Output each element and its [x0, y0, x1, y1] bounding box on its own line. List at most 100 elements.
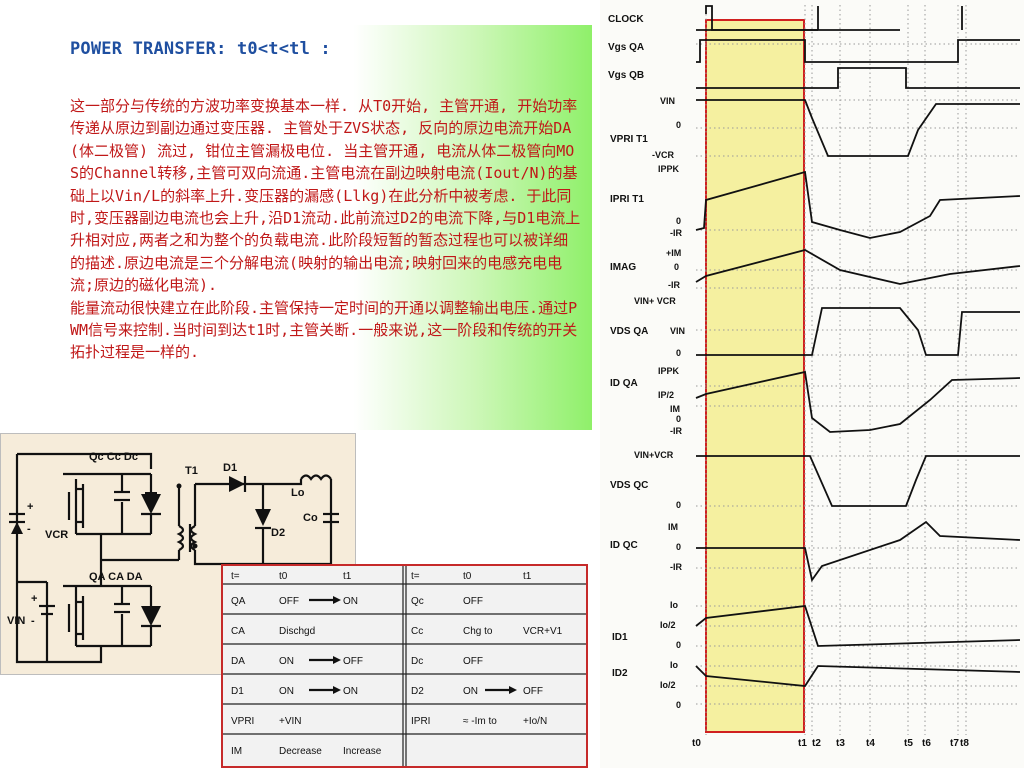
table-cell-3-1: ON	[279, 686, 294, 697]
vds-qa-trace	[696, 307, 1020, 356]
table-cell-3-0: D1	[231, 686, 244, 697]
time-label-t5: t5	[904, 738, 913, 749]
table-cell-2-4: OFF	[463, 656, 483, 667]
signal-label-5: IMAG	[610, 262, 636, 273]
level-label-imag-1: 0	[674, 262, 679, 272]
time-label-t7: t7	[950, 738, 959, 749]
qa-ca-da-label: QA CA DA	[89, 571, 143, 583]
level-label-id1-1: Io/2	[660, 620, 676, 630]
level-label-idqa-0: IPPK	[658, 366, 680, 376]
signal-label-7: ID QA	[610, 378, 638, 389]
id-qa-trace	[695, 370, 1021, 433]
level-label-vdsqa-2: 0	[676, 348, 681, 358]
table-cell-1-1: Dischgd	[279, 626, 315, 637]
minus-sign-bottom: -	[31, 615, 35, 627]
level-label-idqa-2: IM	[670, 404, 680, 414]
time-label-t4: t4	[866, 738, 875, 749]
table-arrowhead-left-0	[333, 596, 341, 604]
signal-label-2: Vgs QB	[608, 70, 644, 81]
level-label-vdsqc-1: 0	[676, 500, 681, 510]
table-arrowhead-right-3	[509, 686, 517, 694]
signal-label-8: VDS QC	[610, 480, 648, 491]
level-label-imag-2: -IR	[668, 280, 680, 290]
text-panel: POWER TRANSFER: t0<t<tl : 这一部分与传统的方波功率变换…	[62, 25, 592, 430]
co-label: Co	[303, 512, 318, 524]
time-label-t3: t3	[836, 738, 845, 749]
level-label-vpri-1: 0	[676, 120, 681, 130]
table-cell-4-3: IPRI	[411, 716, 430, 727]
table-arrowhead-left-3	[333, 686, 341, 694]
table-cell-1-4: Chg to	[463, 626, 493, 637]
level-label-id1-2: 0	[676, 640, 681, 650]
level-label-idqa-1: IP/2	[658, 390, 674, 400]
level-label-ipri-2: -IR	[670, 228, 682, 238]
circuit-schematic: Qc Cc Dc QA CA DA T1 D1 D2 Lo Co VCR VIN…	[0, 433, 356, 675]
clock-pulses	[696, 6, 963, 31]
table-arrowhead-left-2	[333, 656, 341, 664]
level-label-idqc-2: -IR	[670, 562, 682, 572]
table-cell-2-2: OFF	[343, 656, 363, 667]
table-cell-3-2: ON	[343, 686, 358, 697]
table-cell-4-4: ≈ -Im to	[463, 716, 497, 727]
ipri-trace	[695, 170, 1021, 239]
table-cell-5-0: IM	[231, 746, 242, 757]
table-header-3: t=	[411, 571, 420, 582]
vpri-trace	[696, 99, 1020, 157]
time-label-t0: t0	[692, 738, 701, 749]
table-header-4: t0	[463, 571, 472, 582]
level-label-id2-2: 0	[676, 700, 681, 710]
minus-sign-top: -	[27, 523, 31, 535]
id1-trace	[695, 605, 1021, 647]
table-cell-1-3: Cc	[411, 626, 423, 637]
vin-label: VIN	[7, 615, 25, 627]
table-cell-3-4: ON	[463, 686, 478, 697]
table-cell-2-1: ON	[279, 656, 294, 667]
table-cell-5-1: Decrease	[279, 746, 322, 757]
slide-title: POWER TRANSFER: t0<t<tl :	[70, 39, 331, 59]
level-label-vdsqa-1: VIN	[670, 326, 685, 336]
level-label-vdsqa-0: VIN+ VCR	[634, 296, 676, 306]
plus-sign-top: +	[27, 501, 33, 513]
signal-label-11: ID2	[612, 668, 628, 679]
table-header-5: t1	[523, 571, 532, 582]
table-cell-4-0: VPRI	[231, 716, 254, 727]
table-cell-0-0: QA	[231, 596, 246, 607]
t1-label: T1	[185, 465, 198, 477]
table-cell-2-3: Dc	[411, 656, 423, 667]
d2-label: D2	[271, 527, 285, 539]
time-label-t8: t8	[960, 738, 969, 749]
id2-trace	[695, 665, 1021, 687]
table-cell-1-0: CA	[231, 626, 245, 637]
time-label-t1: t1	[798, 738, 807, 749]
vds-qc-trace	[696, 455, 1020, 507]
imag-trace	[695, 249, 1021, 285]
table-header-0: t=	[231, 571, 240, 582]
plus-sign-bottom: +	[31, 593, 37, 605]
circuit-svg: Qc Cc Dc QA CA DA T1 D1 D2 Lo Co VCR VIN…	[7, 451, 339, 664]
vgs-qb-trace	[696, 67, 1020, 89]
table-cell-2-0: DA	[231, 656, 245, 667]
signal-label-4: IPRI T1	[610, 194, 644, 205]
table-header-1: t0	[279, 571, 288, 582]
table-cell-0-4: OFF	[463, 596, 483, 607]
level-label-idqc-0: IM	[668, 522, 678, 532]
vgs-qa-trace	[696, 39, 1020, 63]
table-cell-0-2: ON	[343, 596, 358, 607]
level-label-id1-0: Io	[670, 600, 679, 610]
table-cell-1-5: VCR+V1	[523, 626, 563, 637]
level-label-ipri-0: IPPK	[658, 164, 680, 174]
level-label-vdsqc-0: VIN+VCR	[634, 450, 674, 460]
signal-label-10: ID1	[612, 632, 628, 643]
table-cell-4-1: +VIN	[279, 716, 302, 727]
signal-label-6: VDS QA	[610, 326, 648, 337]
table-cell-3-5: OFF	[523, 686, 543, 697]
signal-label-3: VPRI T1	[610, 134, 648, 145]
level-label-idqa-3: 0	[676, 414, 681, 424]
table-cell-4-5: +Io/N	[523, 716, 547, 727]
table-cell-3-3: D2	[411, 686, 424, 697]
